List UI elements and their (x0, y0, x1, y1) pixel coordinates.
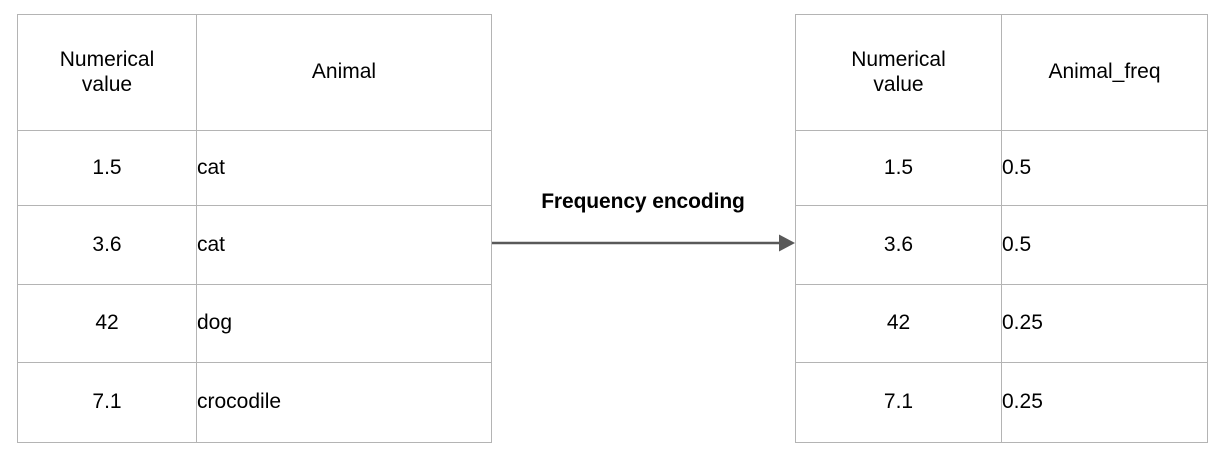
transform-group: Frequency encoding (491, 190, 796, 260)
result-cell-freq: 0.25 (1001, 362, 1208, 443)
table-row: 7.1 crocodile (17, 362, 492, 443)
source-cell-value: 7.1 (17, 362, 197, 443)
table-row: 3.6 cat (17, 205, 492, 285)
table-header-row: Numerical value Animal_freq (795, 14, 1208, 131)
source-cell-value: 42 (17, 284, 197, 363)
result-header-animal-freq: Animal_freq (1001, 14, 1208, 131)
table-row: 1.5 cat (17, 130, 492, 206)
source-cell-value: 1.5 (17, 130, 197, 206)
source-cell-animal: dog (196, 284, 492, 363)
table-row: 7.1 0.25 (795, 362, 1208, 443)
source-cell-animal: crocodile (196, 362, 492, 443)
result-cell-value: 3.6 (795, 205, 1002, 285)
source-header-animal: Animal (196, 14, 492, 131)
source-header-numerical-line1: Numerical (59, 47, 155, 71)
result-table: Numerical value Animal_freq 1.5 0.5 3.6 … (795, 14, 1208, 443)
result-cell-freq: 0.5 (1001, 205, 1208, 285)
source-table: Numerical value Animal 1.5 cat 3.6 cat 4… (17, 14, 492, 443)
source-cell-value: 3.6 (17, 205, 197, 285)
table-row: 1.5 0.5 (795, 130, 1208, 206)
result-cell-value: 7.1 (795, 362, 1002, 443)
source-header-numerical-value: Numerical value (17, 14, 197, 131)
result-cell-value: 42 (795, 284, 1002, 363)
table-row: 42 0.25 (795, 284, 1208, 363)
transform-label: Frequency encoding (541, 190, 745, 213)
table-header-row: Numerical value Animal (17, 14, 492, 131)
result-header-numerical-line1: Numerical (851, 47, 946, 71)
result-header-numerical-value: Numerical value (795, 14, 1002, 131)
result-cell-freq: 0.5 (1001, 130, 1208, 206)
result-header-numerical-line2: value (873, 72, 924, 96)
result-cell-freq: 0.25 (1001, 284, 1208, 363)
source-header-numerical-line2: value (81, 72, 133, 96)
table-row: 42 dog (17, 284, 492, 363)
source-cell-animal: cat (196, 205, 492, 285)
table-row: 3.6 0.5 (795, 205, 1208, 285)
result-cell-value: 1.5 (795, 130, 1002, 206)
rightwards-arrow-icon (492, 234, 795, 252)
source-cell-animal: cat (196, 130, 492, 206)
